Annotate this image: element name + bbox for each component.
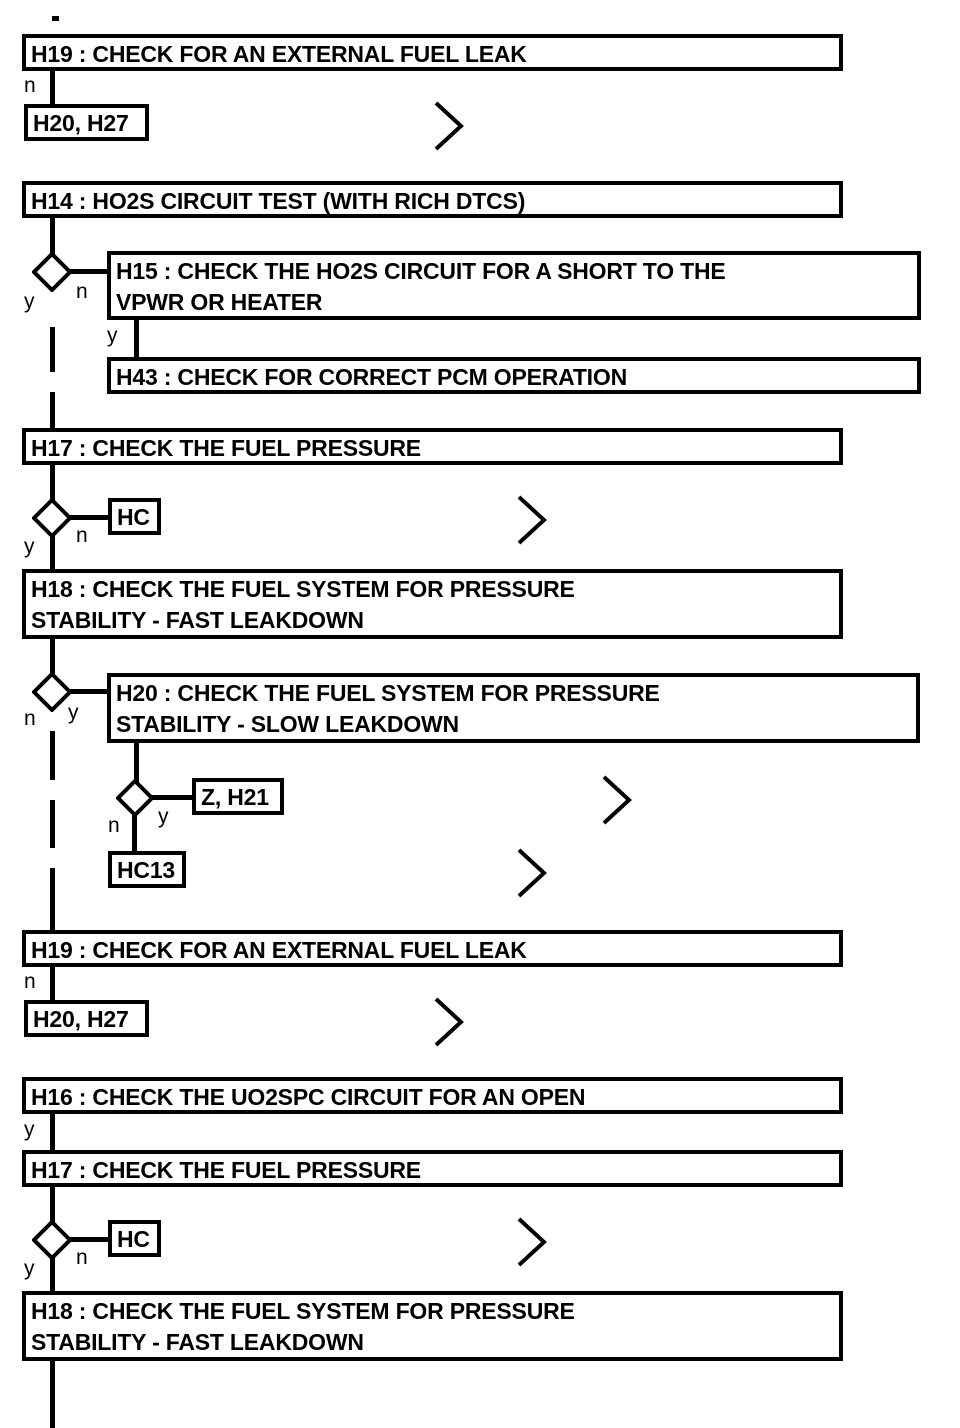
connector-h16-to-h17 xyxy=(50,1113,55,1152)
offpage-chevron-1 xyxy=(432,99,472,154)
node-h18-fast-leakdown-upper[interactable]: H18 : CHECK THE FUEL SYSTEM FOR PRESSURE… xyxy=(22,569,843,639)
connector-decision4-y-to-z-h21 xyxy=(150,795,194,800)
offpage-chevron-2 xyxy=(515,493,555,548)
decision-diamond-4[interactable] xyxy=(116,779,154,817)
connector-h15-to-h43 xyxy=(134,319,139,359)
connector-decision3-n-dash-c xyxy=(50,868,55,931)
branch-label-y-7: y xyxy=(24,1257,35,1280)
connector-h17-to-decision-2 xyxy=(50,464,55,500)
connector-decision1-y-dash-b xyxy=(50,392,55,429)
branch-label-y-6: y xyxy=(24,1118,35,1141)
node-h18-fast-leakdown-lower[interactable]: H18 : CHECK THE FUEL SYSTEM FOR PRESSURE… xyxy=(22,1291,843,1361)
branch-label-n-3: n xyxy=(76,524,88,547)
connector-decision1-n-to-h15 xyxy=(68,269,110,274)
connector-decision5-n-to-hc xyxy=(68,1237,110,1242)
offpage-chevron-3 xyxy=(600,773,640,828)
branch-label-n-5: n xyxy=(108,814,120,837)
offpage-chevron-6 xyxy=(515,1215,555,1270)
decision-diamond-3[interactable] xyxy=(32,672,72,712)
offpage-chevron-5 xyxy=(432,995,472,1050)
branch-label-y-2: y xyxy=(107,324,118,347)
branch-label-n-7: n xyxy=(76,1246,88,1269)
connector-decision3-y-to-h20 xyxy=(68,689,110,694)
connector-decision5-y-to-h18 xyxy=(50,1256,55,1292)
connector-h14-to-decision-1 xyxy=(50,217,55,254)
node-h20-h27-lower[interactable]: H20, H27 xyxy=(24,1000,149,1037)
node-h16-uo2spc-circuit-open[interactable]: H16 : CHECK THE UO2SPC CIRCUIT FOR AN OP… xyxy=(22,1077,843,1114)
connector-decision2-n-to-hc xyxy=(68,515,110,520)
connector-h17-to-decision-5 xyxy=(50,1186,55,1222)
connector-h18-to-bottom xyxy=(50,1360,55,1428)
connector-decision3-n-dash-b xyxy=(50,800,55,848)
branch-label-y-1: y xyxy=(24,290,35,313)
connector-h18-to-decision-3 xyxy=(50,638,55,674)
node-h15-ho2s-short-to-vpwr[interactable]: H15 : CHECK THE HO2S CIRCUIT FOR A SHORT… xyxy=(107,251,921,320)
branch-label-n-4: n xyxy=(24,707,36,730)
connector-decision1-y-dash-a xyxy=(50,327,55,372)
top-tick-mark xyxy=(52,16,59,21)
node-h20-slow-leakdown[interactable]: H20 : CHECK THE FUEL SYSTEM FOR PRESSURE… xyxy=(107,673,920,743)
connector-decision4-n-to-hc13 xyxy=(132,814,137,854)
decision-diamond-5[interactable] xyxy=(32,1220,72,1260)
connector-decision3-n-dash-a xyxy=(50,731,55,780)
node-h43-correct-pcm-operation[interactable]: H43 : CHECK FOR CORRECT PCM OPERATION xyxy=(107,357,921,394)
node-z-h21[interactable]: Z, H21 xyxy=(192,778,284,815)
node-hc13[interactable]: HC13 xyxy=(108,851,186,888)
connector-h20-to-decision-4 xyxy=(134,742,139,782)
node-h17-check-fuel-pressure-lower[interactable]: H17 : CHECK THE FUEL PRESSURE xyxy=(22,1150,843,1187)
offpage-chevron-4 xyxy=(515,846,555,901)
node-h19-external-fuel-leak-top[interactable]: H19 : CHECK FOR AN EXTERNAL FUEL LEAK xyxy=(22,34,843,71)
node-h14-ho2s-circuit-test[interactable]: H14 : HO2S CIRCUIT TEST (WITH RICH DTCS) xyxy=(22,181,843,218)
decision-diamond-2[interactable] xyxy=(32,498,72,538)
branch-label-n-2: n xyxy=(76,280,88,303)
branch-label-y-3: y xyxy=(24,535,35,558)
connector-h19-to-h20h27-lower xyxy=(50,966,55,1002)
branch-label-y-4: y xyxy=(68,701,79,724)
node-h17-check-fuel-pressure-upper[interactable]: H17 : CHECK THE FUEL PRESSURE xyxy=(22,428,843,465)
branch-label-n-1: n xyxy=(24,74,36,97)
connector-h19-to-h20h27-top xyxy=(50,70,55,106)
node-h20-h27-top[interactable]: H20, H27 xyxy=(24,104,149,141)
node-hc-upper[interactable]: HC xyxy=(108,498,161,535)
branch-label-y-5: y xyxy=(158,805,169,828)
branch-label-n-6: n xyxy=(24,970,36,993)
node-h19-external-fuel-leak-lower[interactable]: H19 : CHECK FOR AN EXTERNAL FUEL LEAK xyxy=(22,930,843,967)
decision-diamond-1[interactable] xyxy=(32,252,72,292)
node-hc-lower[interactable]: HC xyxy=(108,1220,161,1257)
connector-decision2-y-to-h18 xyxy=(50,534,55,570)
